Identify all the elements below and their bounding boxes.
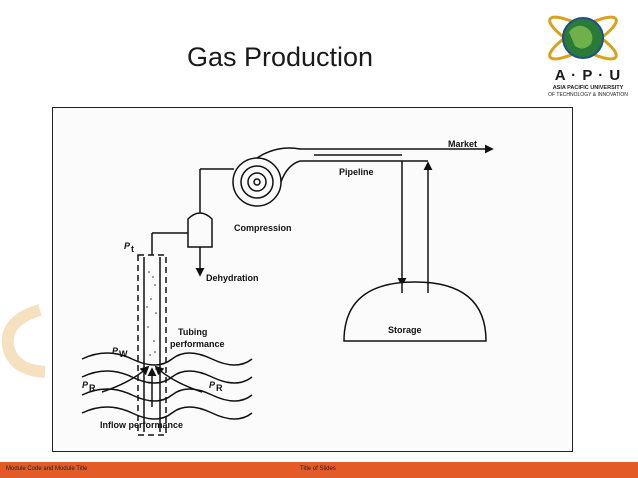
slide-title: Gas Production <box>186 42 374 72</box>
logo-university-name: ASIA PACIFIC UNIVERSITY <box>552 85 624 91</box>
label-performance: performance <box>170 339 225 349</box>
well-tubing <box>137 254 167 436</box>
decorative-swirl-icon <box>1 304 46 378</box>
label-market: Market <box>448 139 477 149</box>
diagram-frame <box>52 107 573 452</box>
dehydrator-vessel <box>187 212 213 248</box>
footer-bar: Module Code and Module Title Title of Sl… <box>0 462 638 478</box>
label-pw-sub: W <box>119 349 128 359</box>
label-pr-right: P <box>209 380 216 390</box>
label-tubing: Tubing <box>178 327 207 337</box>
logo-university-subtitle: OF TECHNOLOGY & INNOVATION <box>548 92 628 98</box>
gas-production-diagram: Market Pipeline Compression P t Dehydrat… <box>81 139 494 436</box>
label-pr-left-sub: R <box>89 383 96 393</box>
label-pr-left: P <box>82 380 89 390</box>
label-storage: Storage <box>388 325 422 335</box>
label-inflow-performance: Inflow performance <box>100 420 183 430</box>
label-pr-right-sub: R <box>216 383 223 393</box>
footer-slide-title: Title of Slides <box>300 466 336 472</box>
footer-module-title: Module Code and Module Title <box>6 466 88 472</box>
compressor <box>232 147 301 207</box>
apu-logo-icon <box>548 15 618 61</box>
label-pt-sub: t <box>131 244 134 254</box>
label-pipeline: Pipeline <box>339 167 374 177</box>
logo-letters: A · P · U <box>554 67 622 84</box>
label-compression: Compression <box>234 223 292 233</box>
label-pt: P <box>124 241 131 251</box>
label-pw: P <box>112 346 119 356</box>
storage-dome <box>343 281 487 342</box>
label-dehydration: Dehydration <box>206 273 259 283</box>
